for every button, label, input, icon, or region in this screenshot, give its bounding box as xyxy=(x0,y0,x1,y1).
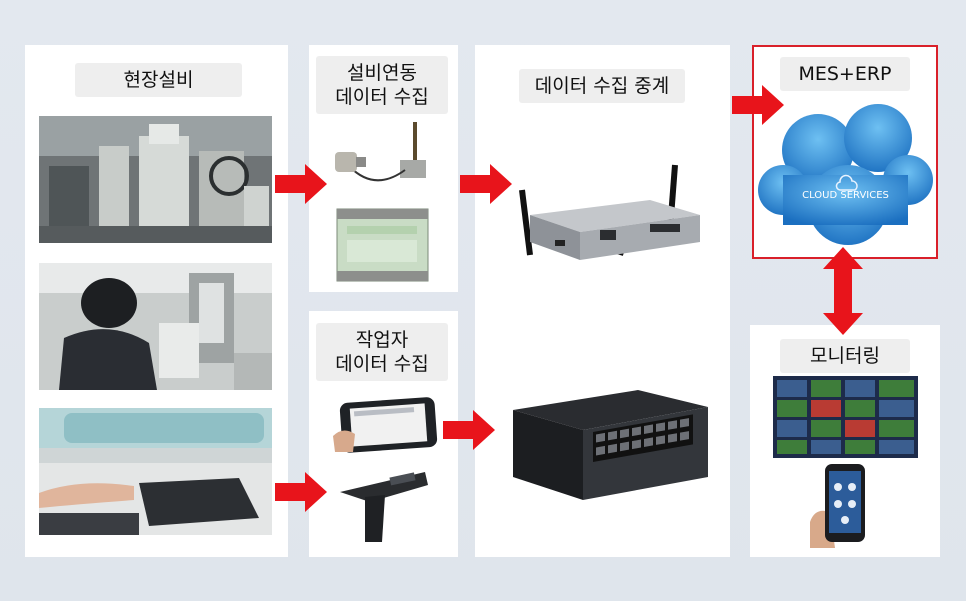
dashboard-monitor xyxy=(773,376,918,458)
field-equipment-title: 현장설비 xyxy=(75,63,242,97)
barcode-scanner xyxy=(330,467,430,545)
smartphone xyxy=(810,462,875,548)
cloud-services-text: CLOUD SERVICES xyxy=(802,190,889,201)
scanner-workstation-photo xyxy=(39,408,272,535)
wireless-sensor xyxy=(330,122,430,192)
monitoring-title: 모니터링 xyxy=(780,339,910,373)
equipment-data-title: 설비연동 데이터 수집 xyxy=(316,56,448,114)
mes-erp-title: MES+ERP xyxy=(780,57,910,91)
tablet xyxy=(333,396,438,454)
arrow-field-to-equipment-data xyxy=(275,164,327,204)
arrow-worker-data-to-relay xyxy=(443,410,495,450)
worker-data-title: 작업자 데이터 수집 xyxy=(316,323,448,381)
arrow-mes-erp-monitoring-bidirectional xyxy=(823,247,863,335)
io-module xyxy=(335,204,430,284)
lab-worker-photo xyxy=(39,263,272,390)
data-relay-title: 데이터 수집 중계 xyxy=(519,69,685,103)
arrow-field-to-worker-data xyxy=(275,472,327,512)
arrow-equipment-data-to-relay xyxy=(460,164,512,204)
network-switch xyxy=(508,385,713,505)
cloud-icon: CLOUD SERVICES xyxy=(758,100,933,255)
gateway-router xyxy=(510,160,705,280)
factory-machine-photo xyxy=(39,116,272,243)
arrow-relay-to-mes-erp xyxy=(732,85,784,125)
